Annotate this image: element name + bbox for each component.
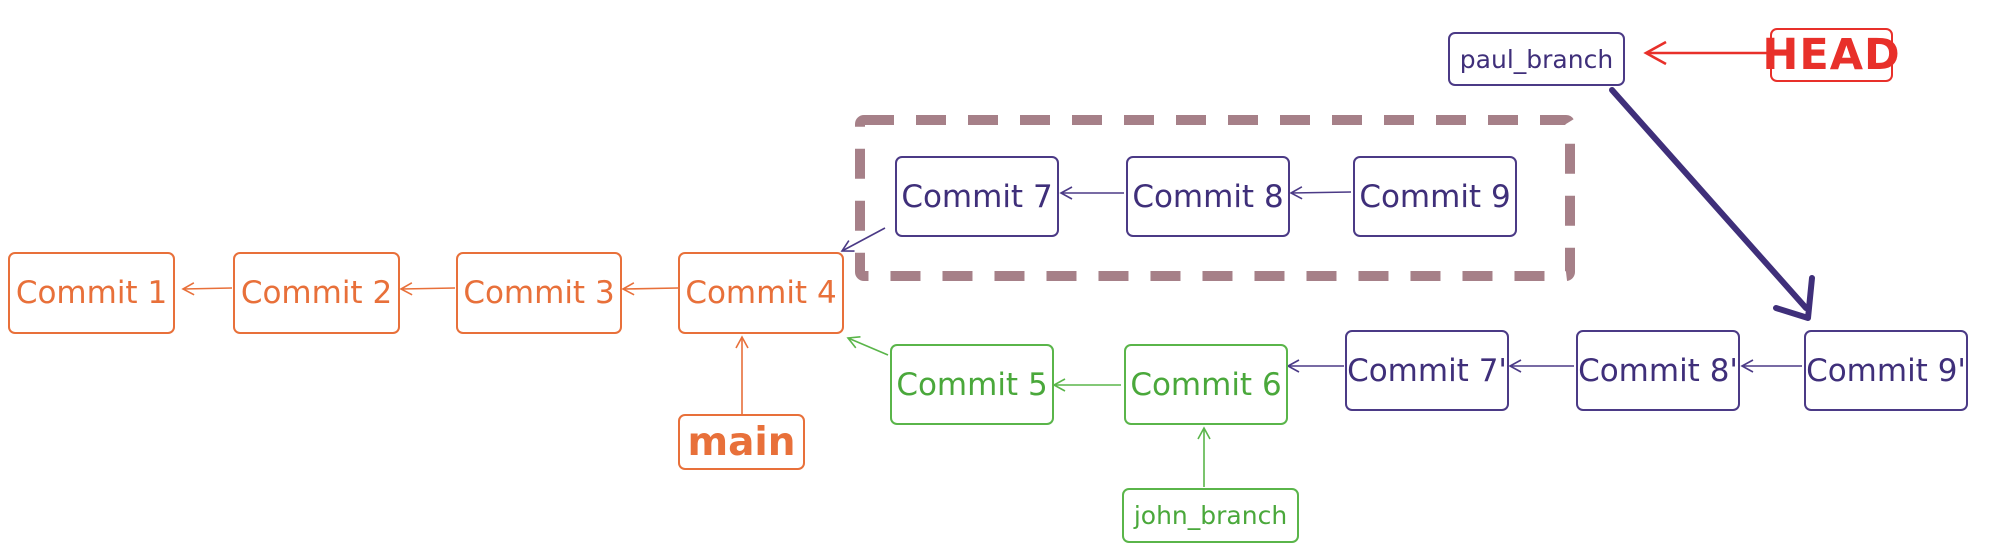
ref-paul-branch[interactable]: paul_branch xyxy=(1448,32,1625,86)
commit-4-label: Commit 4 xyxy=(685,275,837,311)
arrow-commit5-to-commit4 xyxy=(846,335,889,356)
commit-8-prime-label: Commit 8' xyxy=(1578,352,1738,389)
commit-8-prime[interactable]: Commit 8' xyxy=(1576,330,1740,411)
commit-2[interactable]: Commit 2 xyxy=(233,252,400,334)
arrow-commit3-to-commit2 xyxy=(399,282,456,296)
commit-2-label: Commit 2 xyxy=(240,275,393,311)
commit-6-label: Commit 6 xyxy=(1130,366,1282,403)
commit-7-label: Commit 7 xyxy=(901,178,1053,215)
commit-5-label: Commit 5 xyxy=(896,366,1048,403)
ref-head[interactable]: HEAD xyxy=(1762,28,1900,82)
commit-9-prime[interactable]: Commit 9' xyxy=(1804,330,1968,411)
commit-6[interactable]: Commit 6 xyxy=(1124,344,1288,425)
commit-7[interactable]: Commit 7 xyxy=(895,156,1059,237)
arrow-commit4-to-commit3 xyxy=(621,282,679,296)
commit-1-label: Commit 1 xyxy=(15,275,168,311)
ref-john-branch-label: john_branch xyxy=(1133,501,1288,530)
commit-7-prime-label: Commit 7' xyxy=(1347,352,1507,389)
arrow-paulbranch-head xyxy=(1773,275,1815,321)
arrow-commit9-to-commit8 xyxy=(1289,186,1352,200)
commit-3[interactable]: Commit 3 xyxy=(456,252,622,334)
commit-7-prime[interactable]: Commit 7' xyxy=(1345,330,1509,411)
commit-1[interactable]: Commit 1 xyxy=(8,252,175,334)
arrow-paulbranch-to-commit9p xyxy=(1609,87,1809,311)
rebased-commits-group-outline xyxy=(855,115,1575,281)
commit-5[interactable]: Commit 5 xyxy=(890,344,1054,425)
commit-4[interactable]: Commit 4 xyxy=(678,252,844,334)
commit-9-prime-label: Commit 9' xyxy=(1806,352,1966,389)
commit-3-label: Commit 3 xyxy=(463,275,615,311)
commit-9-label: Commit 9 xyxy=(1359,178,1511,215)
ref-head-label: HEAD xyxy=(1762,30,1901,80)
commit-9[interactable]: Commit 9 xyxy=(1353,156,1517,237)
ref-main[interactable]: main xyxy=(678,414,805,470)
ref-john-branch[interactable]: john_branch xyxy=(1122,488,1299,543)
arrow-commit2-to-commit1 xyxy=(181,282,233,296)
commit-8[interactable]: Commit 8 xyxy=(1126,156,1290,237)
commit-8-label: Commit 8 xyxy=(1132,178,1284,215)
ref-paul-branch-label: paul_branch xyxy=(1459,44,1614,74)
ref-main-label: main xyxy=(687,419,796,465)
arrow-commit7-to-commit4 xyxy=(840,227,886,252)
